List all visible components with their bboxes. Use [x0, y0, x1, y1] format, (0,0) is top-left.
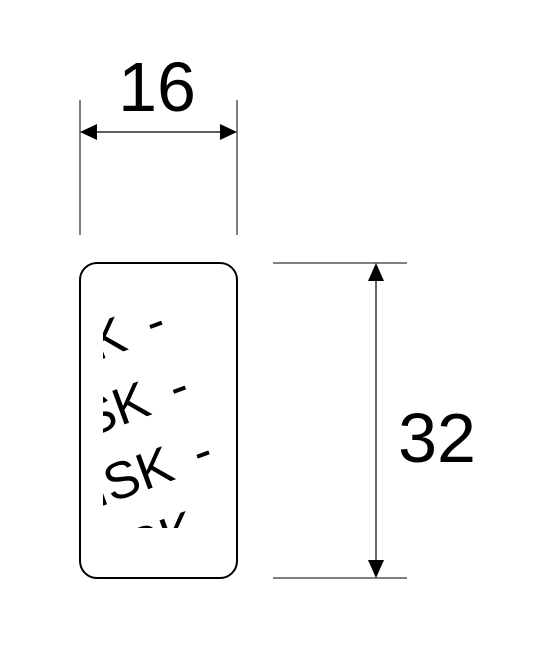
height-arrow-top — [368, 263, 384, 281]
label-outline — [79, 262, 238, 579]
label-shape: TISK TISK TISK TISK - - - - - — [0, 262, 238, 579]
height-label: 32 — [398, 399, 476, 477]
width-arrow-left — [80, 124, 97, 140]
height-dimension: 32 — [273, 262, 476, 579]
tisk-pattern-sep-4: - — [0, 425, 9, 485]
width-dimension: 16 — [79, 48, 238, 235]
tisk-pattern-sep-5: - — [0, 490, 32, 550]
width-label: 16 — [118, 48, 196, 126]
height-arrow-bottom — [368, 560, 384, 578]
width-arrow-right — [220, 124, 237, 140]
